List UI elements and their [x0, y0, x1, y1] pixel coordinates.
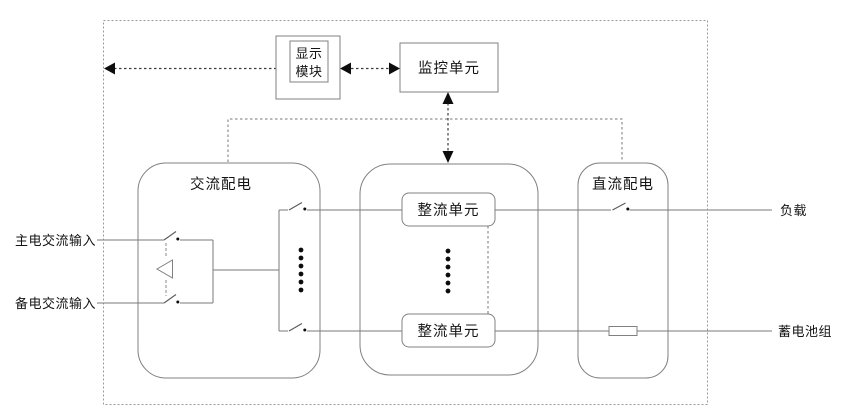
display-module-box	[275, 35, 341, 100]
interlock-triangle-icon	[156, 259, 173, 279]
ac-bus-ellipsis-dots	[298, 247, 304, 293]
ac-bus-top-switch-icon	[288, 202, 307, 211]
display-module-label-line1: 显示	[295, 46, 322, 61]
monitor-unit-label: 监控单元	[418, 60, 480, 77]
dc-load-switch-icon	[612, 202, 630, 211]
monitor-bus-dashed-line	[227, 118, 623, 162]
monitor-unit-box	[399, 42, 499, 93]
ac-distribution-label: 交流配电	[190, 175, 252, 193]
ac-bus-bottom-switch-icon	[288, 323, 307, 332]
ac-bus-panel	[278, 202, 402, 332]
backup-input-switch-icon	[163, 294, 180, 304]
display-monitor-left-arrowhead-icon	[340, 62, 351, 75]
battery-fuse-icon	[608, 326, 638, 336]
rectifier-unit-top-label: 整流单元	[418, 202, 480, 219]
dc-distribution-label: 直流配电	[592, 176, 654, 193]
backup-ac-input-label: 备电交流输入	[15, 296, 96, 311]
monitor-container-up-arrowhead-icon	[442, 92, 454, 104]
display-monitor-right-arrowhead-icon	[389, 62, 400, 75]
monitor-container-down-arrowhead-icon	[442, 151, 454, 163]
main-input-switch-icon	[163, 231, 180, 241]
dc-distribution-box	[577, 162, 669, 379]
main-ac-input-label: 主电交流输入	[15, 233, 96, 248]
outer-dashed-border	[103, 20, 708, 405]
rectifier-unit-bottom-label: 整流单元	[418, 323, 480, 340]
input-selector-box	[156, 231, 214, 304]
battery-label: 蓄电池组	[778, 324, 832, 339]
rectifier-unit-top-box	[401, 192, 496, 227]
rectifier-unit-bottom-box	[401, 313, 496, 348]
display-external-left-arrowhead-icon	[104, 62, 115, 75]
display-module-label-line2: 模块	[295, 64, 322, 79]
display-module-inner-box	[289, 40, 329, 83]
rectifier-ellipsis-dots	[445, 248, 451, 294]
load-label: 负载	[780, 203, 807, 218]
